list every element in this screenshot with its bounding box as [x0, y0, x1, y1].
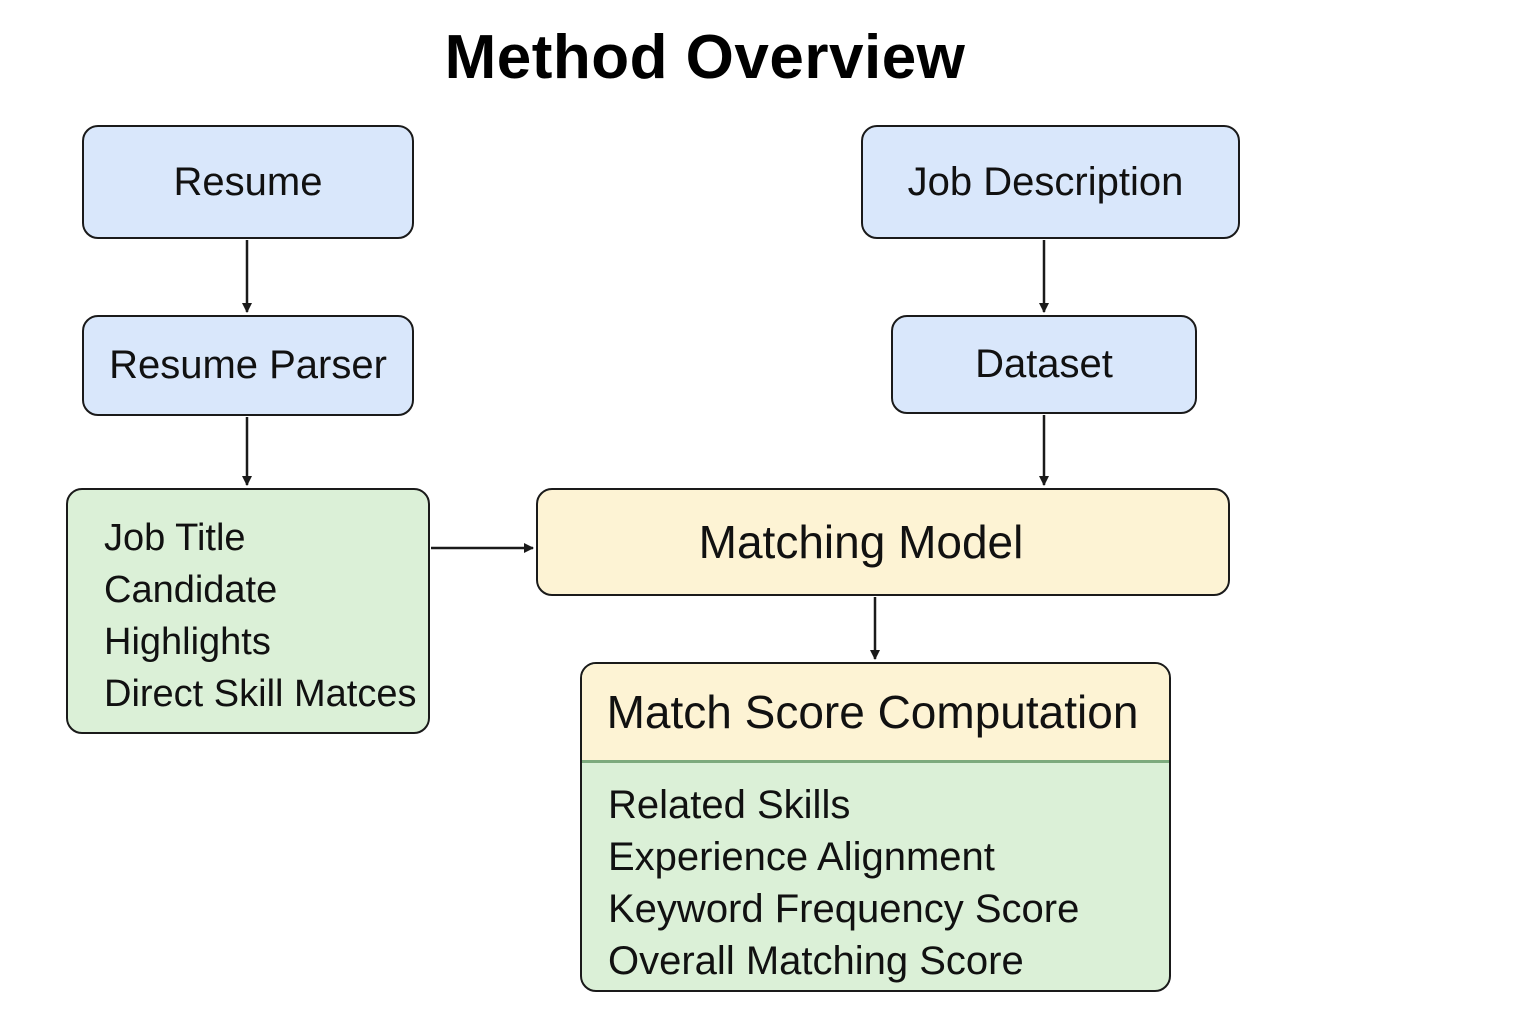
- job-description-label: Job Description: [907, 159, 1184, 204]
- parsed-field-item: Highlights: [104, 621, 271, 663]
- resume-parser-node: Resume Parser: [82, 315, 414, 416]
- job-description-node: Job Description: [861, 125, 1240, 239]
- match-score-items: Related Skills Experience Alignment Keyw…: [582, 763, 1169, 987]
- diagram-title: Method Overview: [444, 23, 966, 92]
- parsed-field-item: Job Title: [104, 517, 246, 559]
- parsed-fields-node: Job Title Candidate Highlights Direct Sk…: [66, 488, 430, 734]
- match-score-item: Overall Matching Score: [608, 939, 1024, 983]
- match-score-title: Match Score Computation: [606, 686, 1139, 738]
- resume-parser-label: Resume Parser: [109, 343, 387, 387]
- dataset-label: Dataset: [975, 342, 1113, 386]
- matching-model-label: Matching Model: [698, 516, 1024, 568]
- match-score-item: Experience Alignment: [608, 835, 995, 879]
- match-score-item: Related Skills: [608, 783, 851, 827]
- parsed-field-item: Candidate: [104, 569, 278, 611]
- matching-model-node: Matching Model: [536, 488, 1230, 596]
- match-score-node: Match Score Computation Related Skills E…: [580, 662, 1171, 992]
- resume-node: Resume: [82, 125, 414, 239]
- dataset-node: Dataset: [891, 315, 1197, 414]
- resume-label: Resume: [173, 159, 323, 204]
- match-score-header: Match Score Computation: [582, 664, 1169, 763]
- match-score-item: Keyword Frequency Score: [608, 887, 1080, 931]
- parsed-field-item: Direct Skill Matces: [104, 673, 417, 715]
